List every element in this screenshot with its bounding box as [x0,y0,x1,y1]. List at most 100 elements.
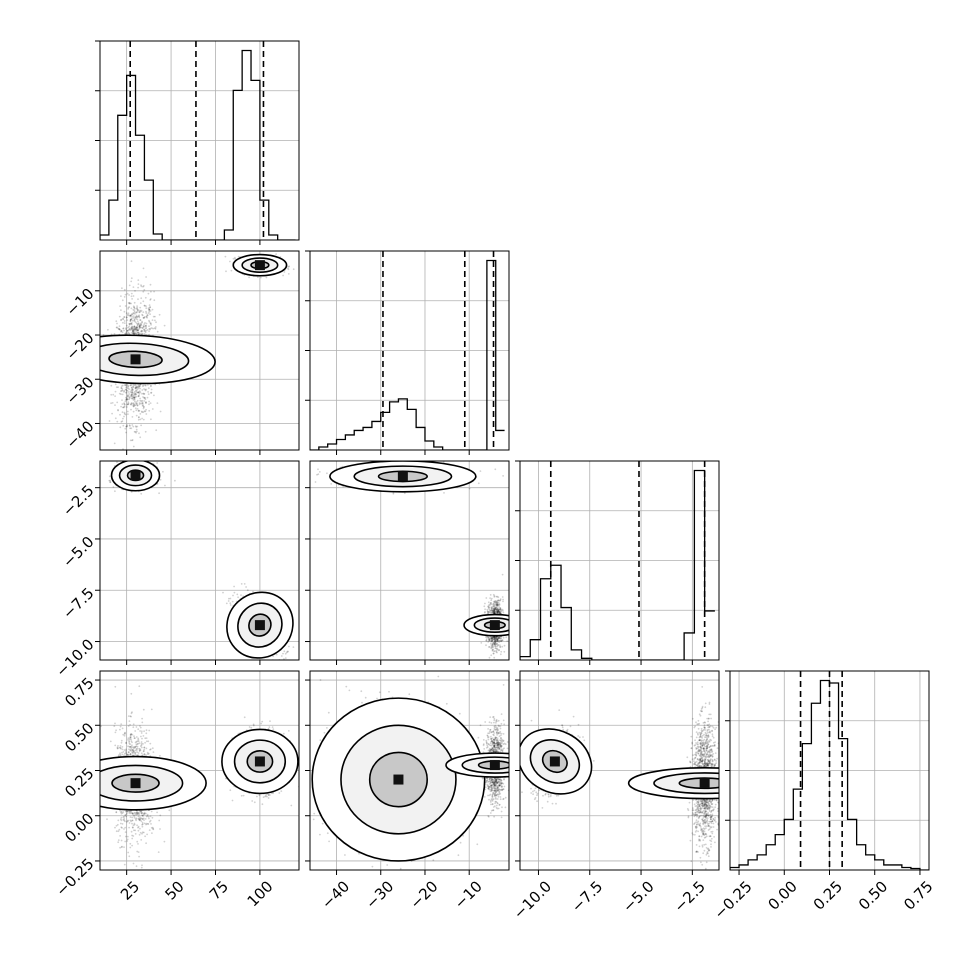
sample-point [125,316,128,319]
sample-point [146,396,149,399]
sample-point [125,388,127,391]
sample-point [129,439,132,442]
sample-point [130,403,133,406]
sample-point [114,417,117,420]
sample-point [126,398,128,401]
sample-point [131,326,134,328]
sample-point [118,328,120,330]
sample-point [141,417,144,420]
sample-point [131,298,134,300]
sample-point [236,593,239,596]
sample-point [127,398,130,401]
sample-point [154,326,157,328]
sample-point [275,253,277,256]
sample-point [129,315,132,318]
sample-point [143,388,145,390]
sample-point [283,658,285,660]
sample-point [126,329,129,332]
sample-point [126,425,129,428]
sample-point [137,329,139,332]
sample-point [131,416,134,418]
sample-point [158,492,161,495]
sample-point [225,602,228,605]
sample-point [144,384,147,387]
sample-point [156,462,159,464]
sample-point [132,331,135,334]
sample-point [132,385,134,388]
sample-point [123,316,125,318]
sample-point [120,389,123,392]
sample-point [123,411,126,414]
sample-point [126,394,129,397]
sample-point [132,395,135,397]
sample-point [125,316,128,319]
sample-point [140,329,143,332]
sample-point [131,327,134,330]
sample-point [130,277,133,280]
sample-point [153,290,156,293]
sample-point [123,451,125,453]
sample-point [125,328,127,331]
sample-point [138,384,141,387]
sample-point [127,302,130,304]
sample-point [116,420,119,423]
sample-point [136,425,139,428]
sample-point [139,387,142,390]
sample-point [139,413,142,415]
sample-point [233,585,236,588]
sample-point [136,323,139,326]
sample-point [138,325,141,328]
sample-point [144,388,147,391]
sample-point [136,308,139,311]
sample-point [120,330,122,333]
sample-point [128,284,131,287]
sample-point [233,591,236,594]
sample-point [135,326,138,329]
sample-point [149,328,151,331]
sample-point [130,314,132,317]
sample-point [137,320,139,323]
sample-point [127,413,129,415]
sample-point [121,393,124,396]
sample-point [129,319,132,322]
sample-point [118,325,121,328]
hist-step-line [730,679,929,870]
sample-point [133,332,136,335]
sample-point [147,312,150,314]
sample-point [149,298,152,300]
sample-point [132,396,135,398]
sample-point [136,404,139,407]
sample-point [127,385,129,387]
sample-point [109,481,112,483]
sample-point [113,442,116,445]
sample-point [133,398,136,400]
sample-point [122,406,124,409]
sample-point [132,405,135,408]
sample-point [117,386,119,389]
sample-point [132,384,135,387]
sample-point [128,328,131,330]
sample-point [140,284,142,286]
sample-point [143,316,146,319]
sample-point [127,308,129,310]
sample-point [260,276,262,279]
sample-point [141,411,144,413]
sample-point [138,311,141,313]
sample-point [245,586,248,588]
sample-point [132,330,134,332]
sample-point [126,398,128,400]
sample-point [118,315,121,318]
sample-point [118,328,121,331]
sample-point [134,328,137,331]
sample-point [140,324,143,327]
sample-point [120,295,122,297]
sample-point [144,384,146,387]
sample-point [136,331,139,334]
sample-point [130,391,133,394]
sample-point [147,387,150,390]
sample-point [142,311,145,313]
sample-point [131,330,134,333]
hist-panel-3 [725,670,930,875]
sample-point [133,384,136,386]
axes-frame [99,250,300,451]
